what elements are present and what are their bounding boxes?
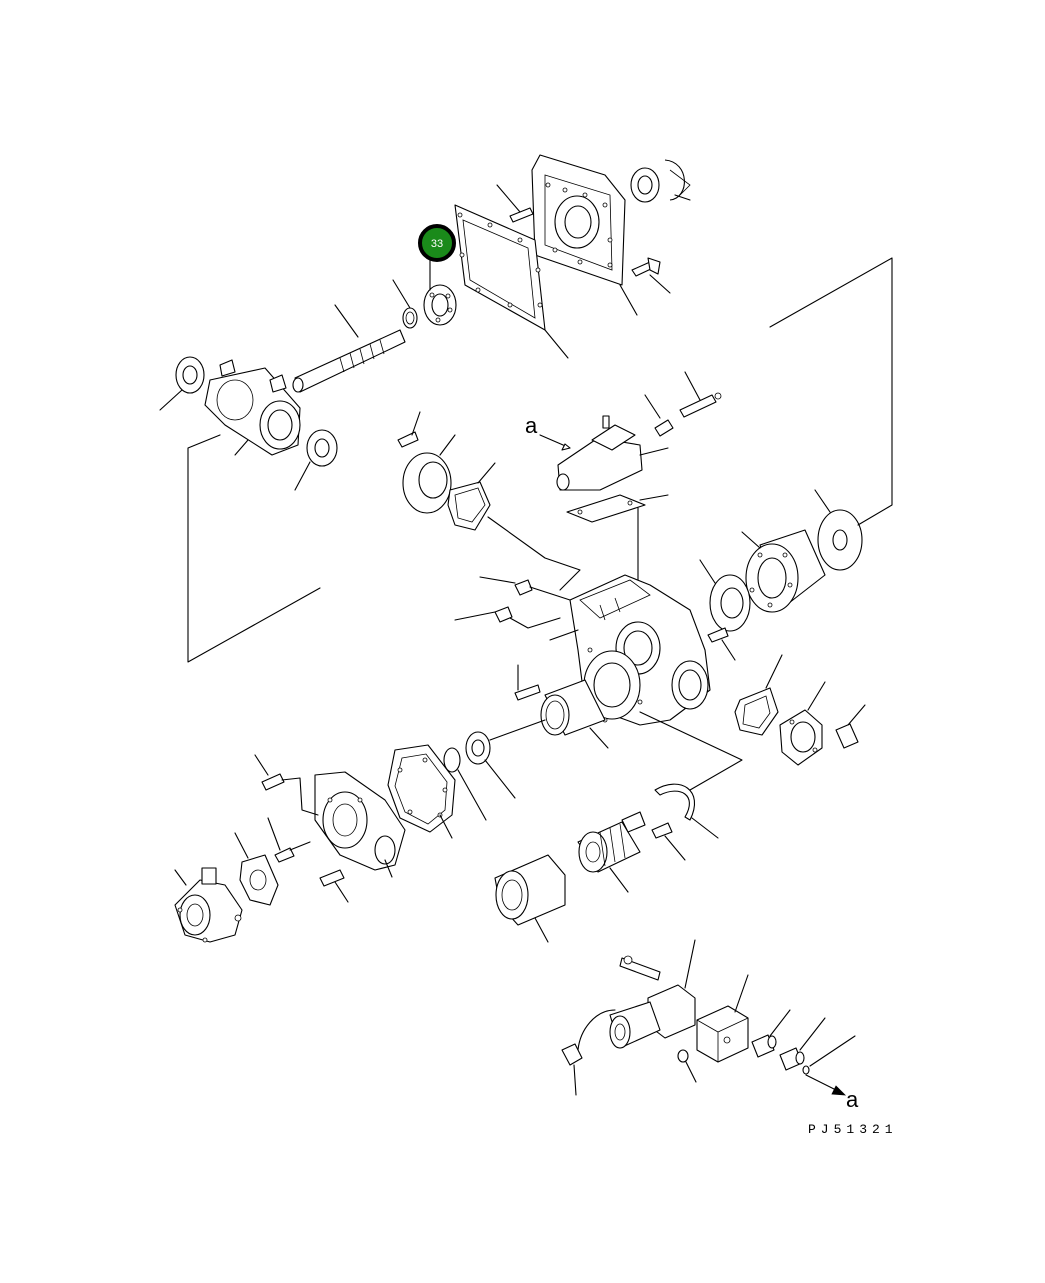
dowel-pin-right	[707, 627, 729, 643]
cover-gasket	[454, 204, 546, 331]
valve-gasket	[566, 494, 646, 523]
seal-assembly-top	[630, 159, 691, 203]
coupling-bolt	[651, 822, 673, 839]
long-bolt	[619, 955, 661, 981]
pump-stud	[274, 847, 295, 863]
drawing-code: PJ51321	[808, 1122, 898, 1137]
pump-oring	[443, 747, 461, 773]
callout-number[interactable]: 33	[431, 238, 443, 250]
output-flange	[779, 709, 823, 766]
cover-plate	[531, 154, 626, 286]
motor-gasket	[447, 481, 491, 531]
shaft-housing	[204, 359, 301, 456]
motor-flange	[402, 452, 452, 514]
bolt-flange	[835, 723, 859, 749]
callout-badge[interactable]	[418, 224, 456, 262]
solenoid-valve-block	[556, 415, 643, 491]
connector-label-bottom: a	[846, 1087, 859, 1112]
case-bolt-1	[514, 579, 571, 601]
bearing-right	[306, 429, 338, 467]
bolt-cover	[631, 257, 661, 277]
check-valve-1	[751, 1034, 777, 1058]
valve-fitting-1	[654, 419, 674, 437]
case-sleeve	[540, 679, 606, 736]
connector-label-top: a	[525, 413, 538, 438]
clutch-pack	[745, 529, 826, 613]
sensor-cable	[561, 1009, 616, 1066]
valve-fitting-2	[679, 392, 722, 418]
transmission-case	[569, 574, 711, 726]
pump-bolt-bottom	[319, 869, 345, 887]
pump-gasket	[387, 744, 456, 833]
bolt-motor	[397, 431, 419, 448]
pump-bearing	[465, 731, 491, 765]
thrust-washer	[817, 509, 863, 571]
pump-adapter-plate	[239, 854, 279, 906]
case-bolt-2	[494, 606, 561, 629]
dowel-pin-middle	[514, 684, 541, 701]
bearing-left	[175, 356, 205, 394]
dowel-pin-top	[509, 207, 534, 223]
bearing-top	[423, 284, 457, 326]
spline-coupling	[577, 811, 646, 873]
input-shaft	[292, 329, 406, 393]
small-oring	[802, 1065, 810, 1075]
half-ring-clip	[654, 783, 696, 821]
pump-body	[314, 771, 406, 871]
valve-cube	[696, 1005, 749, 1063]
callout-33[interactable]: 33	[418, 224, 456, 262]
shim-ring	[402, 307, 418, 329]
sensor-housing	[609, 984, 696, 1049]
bearing-cover-right	[709, 574, 751, 632]
pump-bolt-top	[261, 773, 285, 791]
small-nut	[677, 1049, 689, 1063]
flange-gasket	[734, 687, 779, 736]
output-sleeve	[494, 854, 566, 926]
check-valve-2	[779, 1047, 805, 1071]
charge-pump	[174, 867, 243, 943]
